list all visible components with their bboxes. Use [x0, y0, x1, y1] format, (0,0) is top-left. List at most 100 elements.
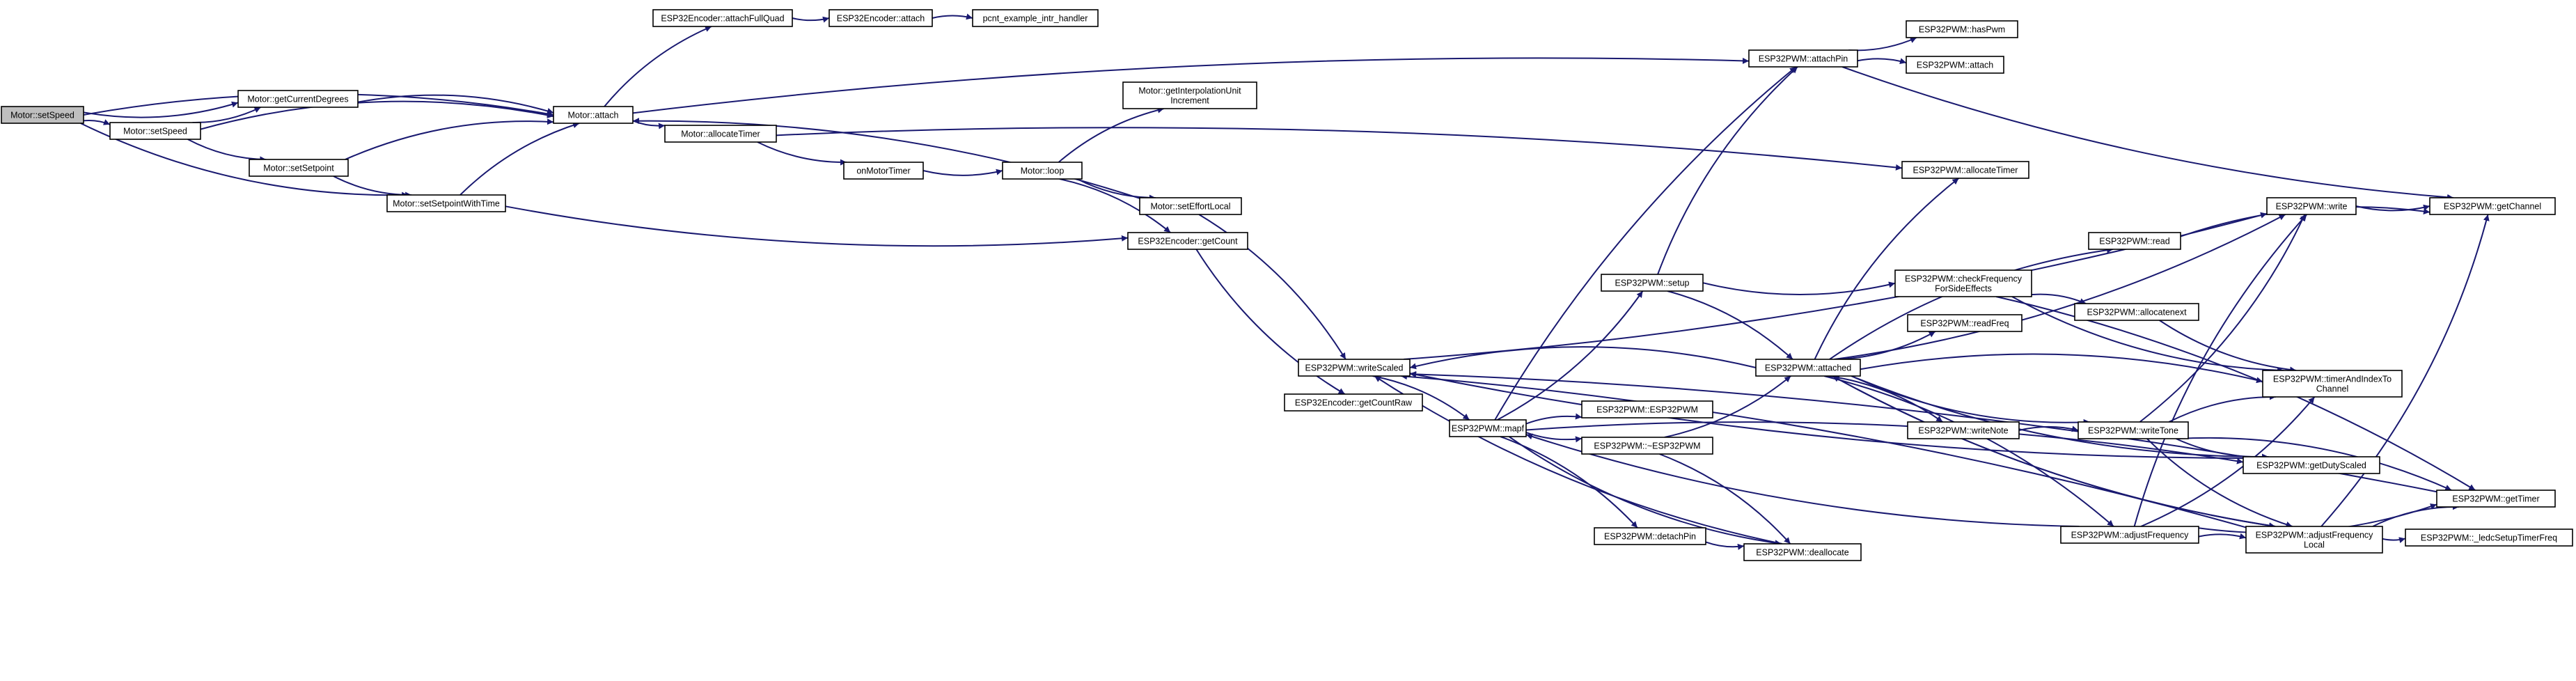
node-label: Channel — [2316, 384, 2349, 394]
node-box — [553, 106, 634, 124]
edge-attached-to-writeScaled — [1409, 346, 1757, 370]
node-box — [1755, 359, 1861, 377]
node-label: ForSideEffects — [1935, 284, 1992, 294]
node-label: ESP32PWM::getTimer — [2452, 494, 2539, 504]
node-attachPin[interactable]: ESP32PWM::attachPin — [1748, 49, 1858, 68]
node-label: ESP32PWM::deallocate — [1756, 548, 1848, 558]
node-label: Motor::setSpeed — [10, 111, 74, 120]
node-encAttachFullQuad[interactable]: ESP32Encoder::attachFullQuad — [652, 9, 793, 27]
node-box — [1581, 437, 1713, 455]
edge-attach-to-encAttachFullQuad — [604, 26, 712, 107]
node-setup[interactable]: ESP32PWM::setup — [1601, 274, 1704, 292]
node-readFreq[interactable]: ESP32PWM::readFreq — [1907, 314, 2023, 332]
node-getChannel[interactable]: ESP32PWM::getChannel — [2429, 197, 2556, 215]
edge-write-to-getChannel — [2355, 204, 2430, 212]
node-label: ESP32PWM::allocatenext — [2087, 308, 2187, 318]
node-getCurrentDegrees[interactable]: Motor::getCurrentDegrees — [237, 90, 359, 108]
edge-dtor-to-deallocate — [1659, 453, 1791, 545]
edge-writeScaled-to-mapf — [1372, 375, 1470, 421]
node-writeNote[interactable]: ESP32PWM::writeNote — [1907, 421, 2020, 439]
node-attach[interactable]: Motor::attach — [553, 106, 634, 124]
node-writeTone[interactable]: ESP32PWM::writeTone — [2078, 421, 2189, 439]
node-allocatenext[interactable]: ESP32PWM::allocatenext — [2074, 303, 2199, 321]
node-box — [1127, 232, 1248, 250]
edge-allocateTimer-to-onMotorTimer — [757, 141, 847, 166]
node-mapf[interactable]: ESP32PWM::mapf — [1449, 419, 1527, 437]
edge-loop-to-getInterpolationUnitIncrement — [1058, 107, 1164, 163]
edge-attachPin-to-pwmAttach — [1857, 58, 1907, 64]
node-pcntHandler[interactable]: pcnt_example_intr_handler — [972, 9, 1099, 27]
edge-setSetpoint-to-setSetpointWithTime — [333, 175, 412, 198]
node-setEffortLocal[interactable]: Motor::setEffortLocal — [1139, 197, 1242, 215]
node-box — [2266, 197, 2357, 215]
node-attached[interactable]: ESP32PWM::attached — [1755, 359, 1861, 377]
edge-encAttach-to-pcntHandler — [932, 13, 973, 20]
node-setSetpointWithTime[interactable]: Motor::setSetpointWithTime — [386, 194, 506, 212]
node-box — [1449, 419, 1527, 437]
node-ledcSetupTimerFreq[interactable]: ESP32PWM::_ledcSetupTimerFreq — [2405, 529, 2573, 547]
node-label: ESP32PWM::detachPin — [1604, 532, 1696, 542]
node-label: ESP32PWM::setup — [1615, 279, 1690, 288]
node-setSetpoint[interactable]: Motor::setSetpoint — [249, 159, 349, 177]
node-box — [1743, 543, 1862, 561]
node-box — [2088, 232, 2181, 250]
edge-writeTone-to-timerAndIndexToChannel — [2168, 393, 2276, 423]
node-label: ESP32PWM::attachPin — [1759, 54, 1848, 64]
node-label: ESP32PWM::writeScaled — [1305, 363, 1403, 373]
node-label: Increment — [1170, 96, 1209, 106]
node-box — [249, 159, 349, 177]
edge-onMotorTimer-to-loop — [922, 169, 1003, 176]
edge-adjustFrequencyLocal-to-attached — [1832, 375, 2276, 527]
edge-setEffortLocal-to-writeScaled — [1198, 214, 1346, 360]
node-read[interactable]: ESP32PWM::read — [2088, 232, 2181, 250]
edge-checkFreq-to-timerAndIndexToChannel — [2011, 296, 2284, 374]
node-hasPwm[interactable]: ESP32PWM::hasPwm — [1906, 20, 2018, 38]
node-writeScaled[interactable]: ESP32PWM::writeScaled — [1298, 359, 1411, 377]
edge-attachPin-to-getChannel — [1841, 66, 2454, 201]
node-getDutyScaled[interactable]: ESP32PWM::getDutyScaled — [2243, 456, 2380, 474]
edge-setSpeed_root-to-setSpeed — [83, 119, 111, 125]
node-setSpeed[interactable]: Motor::setSpeed — [109, 122, 201, 140]
node-detachPin[interactable]: ESP32PWM::detachPin — [1594, 527, 1706, 545]
node-box — [972, 9, 1099, 27]
node-box — [2245, 526, 2383, 554]
node-label: pcnt_example_intr_handler — [983, 14, 1088, 24]
node-onMotorTimer[interactable]: onMotorTimer — [843, 162, 924, 180]
edge-setSpeed_root-to-setSetpointWithTime — [80, 123, 409, 198]
edge-adjustFrequencyLocal-to-writeScaled — [1400, 373, 2247, 529]
node-box — [664, 125, 777, 143]
edge-adjustFrequencyLocal-to-getTimer — [2372, 503, 2459, 527]
node-box — [2074, 303, 2199, 321]
node-write[interactable]: ESP32PWM::write — [2266, 197, 2357, 215]
node-encGetCount[interactable]: ESP32Encoder::getCount — [1127, 232, 1248, 250]
node-adjustFrequency[interactable]: ESP32PWM::adjustFrequency — [2060, 526, 2199, 544]
edge-adjustFrequencyLocal-to-ledcSetupTimerFreq — [2382, 537, 2406, 544]
node-pwmAllocateTimer[interactable]: ESP32PWM::allocateTimer — [1901, 161, 2029, 179]
node-loop[interactable]: Motor::loop — [1002, 162, 1083, 180]
edge-checkFreq-to-allocatenext — [2031, 293, 2087, 304]
node-label: ESP32PWM::_ledcSetupTimerFreq — [2421, 533, 2557, 543]
node-deallocate[interactable]: ESP32PWM::deallocate — [1743, 543, 1862, 561]
node-setSpeed_root[interactable]: Motor::setSpeed — [1, 106, 84, 124]
edge-attached-to-getDutyScaled — [1851, 375, 2269, 460]
node-getTimer[interactable]: ESP32PWM::getTimer — [2436, 490, 2556, 508]
node-ctor[interactable]: ESP32PWM::ESP32PWM — [1581, 400, 1713, 418]
node-encGetCountRaw[interactable]: ESP32Encoder::getCountRaw — [1284, 393, 1423, 412]
node-dtor[interactable]: ESP32PWM::~ESP32PWM — [1581, 437, 1713, 455]
node-box — [1906, 56, 2004, 74]
node-encAttach[interactable]: ESP32Encoder::attach — [828, 9, 933, 27]
node-label: onMotorTimer — [856, 166, 910, 176]
edge-attached-to-writeTone — [1851, 375, 2090, 425]
edge-attached-to-timerAndIndexToChannel — [1860, 353, 2263, 384]
node-box — [843, 162, 924, 180]
node-allocateTimer[interactable]: Motor::allocateTimer — [664, 125, 777, 143]
node-pwmAttach[interactable]: ESP32PWM::attach — [1906, 56, 2004, 74]
edge-dtor-to-attached — [1664, 375, 1791, 438]
node-label: ESP32PWM::readFreq — [1920, 319, 2009, 329]
node-box — [1748, 49, 1858, 68]
